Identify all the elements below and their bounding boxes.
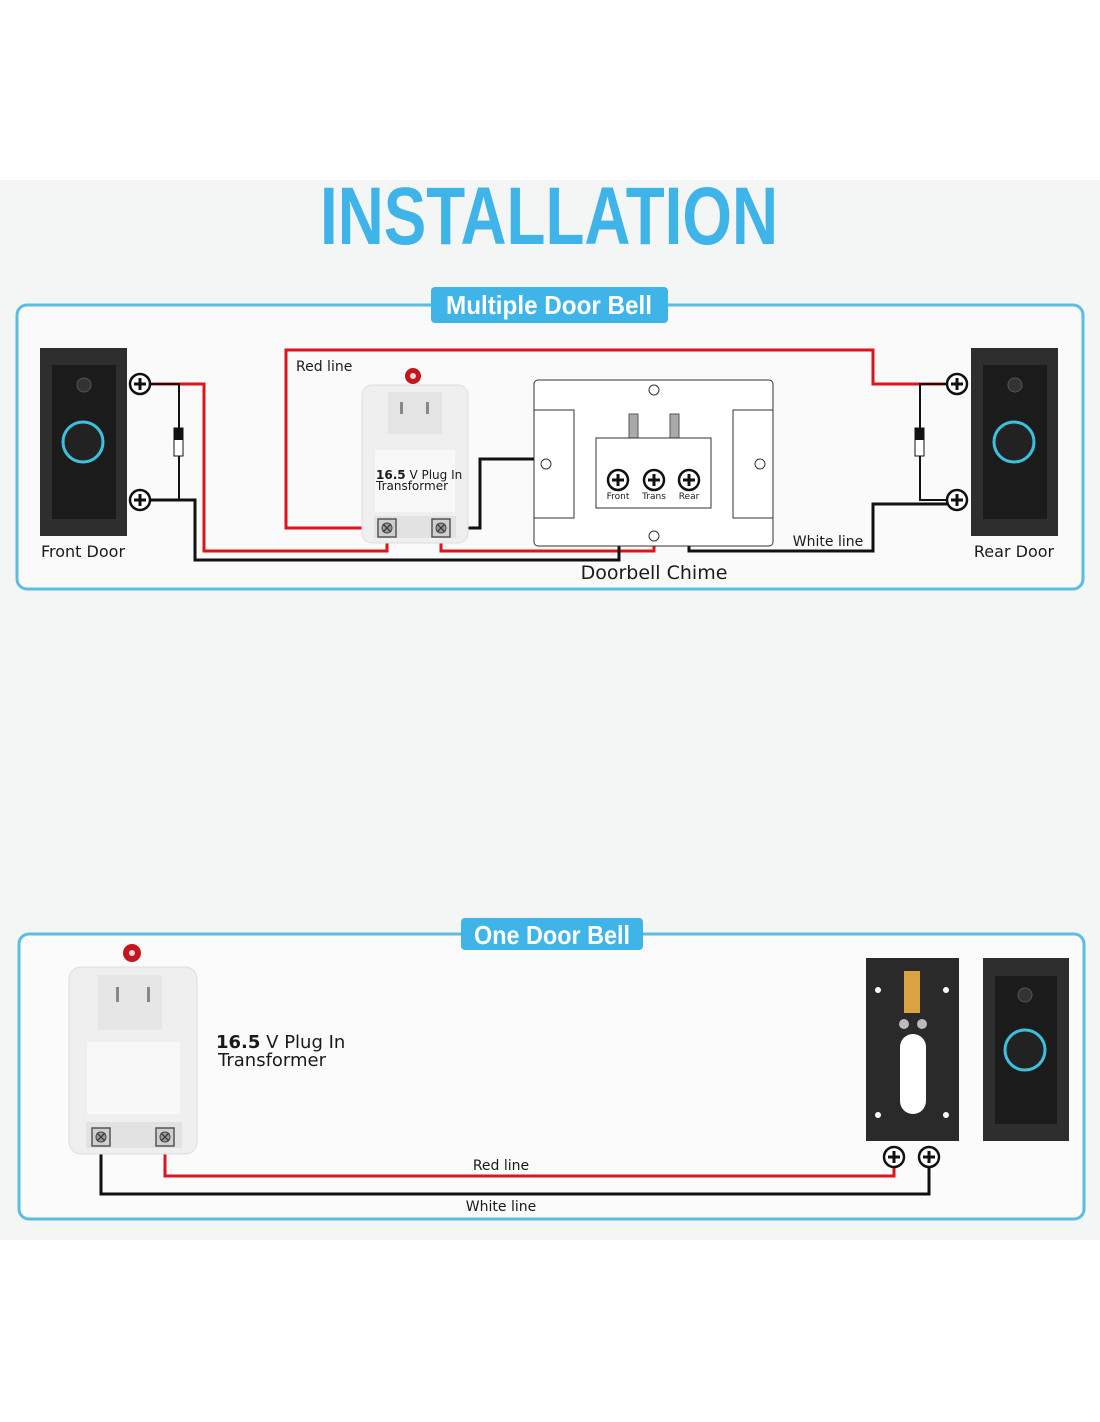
doorbell <box>983 958 1069 1141</box>
multiple-doorbell-panel: Multiple Door Bell Front Door <box>15 287 1085 591</box>
plus-terminal-icon <box>128 488 152 512</box>
red-wire-rear <box>284 348 957 530</box>
plus-terminal-icon <box>917 1145 941 1169</box>
plus-terminal-icon <box>128 372 152 396</box>
plus-terminal-icon <box>945 488 969 512</box>
terminal-rear-label: Rear <box>679 492 700 502</box>
front-doorbell <box>40 348 127 536</box>
transformer-label: V Plug In <box>266 1032 345 1053</box>
screw-terminal-icon <box>377 518 397 538</box>
red-line-label: Red line <box>296 359 352 375</box>
transformer-label: Transformer <box>375 479 448 493</box>
rear-doorbell <box>971 348 1058 536</box>
plus-terminal-icon <box>945 372 969 396</box>
rear-door-label: Rear Door <box>974 542 1055 561</box>
page-title: INSTALLATION <box>320 171 778 262</box>
diode-rear <box>914 383 947 501</box>
plus-terminal-icon <box>677 468 701 492</box>
mounting-plate <box>866 958 959 1141</box>
front-door-label: Front Door <box>41 542 125 561</box>
plus-terminal-icon <box>606 468 630 492</box>
terminal-front-label: Front <box>607 492 630 502</box>
screw-terminal-icon <box>91 1127 111 1147</box>
white-line-label: White line <box>793 534 863 550</box>
chime-label: Doorbell Chime <box>581 562 728 584</box>
red-wire <box>163 1137 896 1178</box>
red-line-label: Red line <box>473 1158 529 1174</box>
section-heading: Multiple Door Bell <box>446 290 652 320</box>
plus-terminal-icon <box>882 1145 906 1169</box>
single-doorbell-panel: One Door Bell 16.5 V Plug In Transformer <box>17 918 1086 1221</box>
doorbell-chime <box>533 379 774 547</box>
svg-text:16.5 V Plug In: 16.5 V Plug In <box>376 468 462 482</box>
terminal-trans-label: Trans <box>641 492 666 502</box>
screw-terminal-icon <box>155 1127 175 1147</box>
section-badge <box>461 918 643 950</box>
svg-text:16.5 V Plug In: 16.5 V Plug In <box>216 1032 345 1053</box>
screw-terminal-icon <box>431 518 451 538</box>
section-heading: One Door Bell <box>474 920 630 950</box>
white-line-label: White line <box>466 1199 536 1215</box>
transformer-label: Transformer <box>217 1050 327 1071</box>
transformer-voltage: 16.5 <box>376 468 406 482</box>
transformer <box>68 944 198 1155</box>
plus-terminal-icon <box>642 468 666 492</box>
transformer-label: V Plug In <box>409 468 462 482</box>
white-wire <box>99 1137 931 1196</box>
transformer-voltage: 16.5 <box>216 1032 260 1053</box>
diode-front <box>150 383 184 501</box>
section-badge <box>431 287 668 323</box>
transformer <box>361 368 469 544</box>
